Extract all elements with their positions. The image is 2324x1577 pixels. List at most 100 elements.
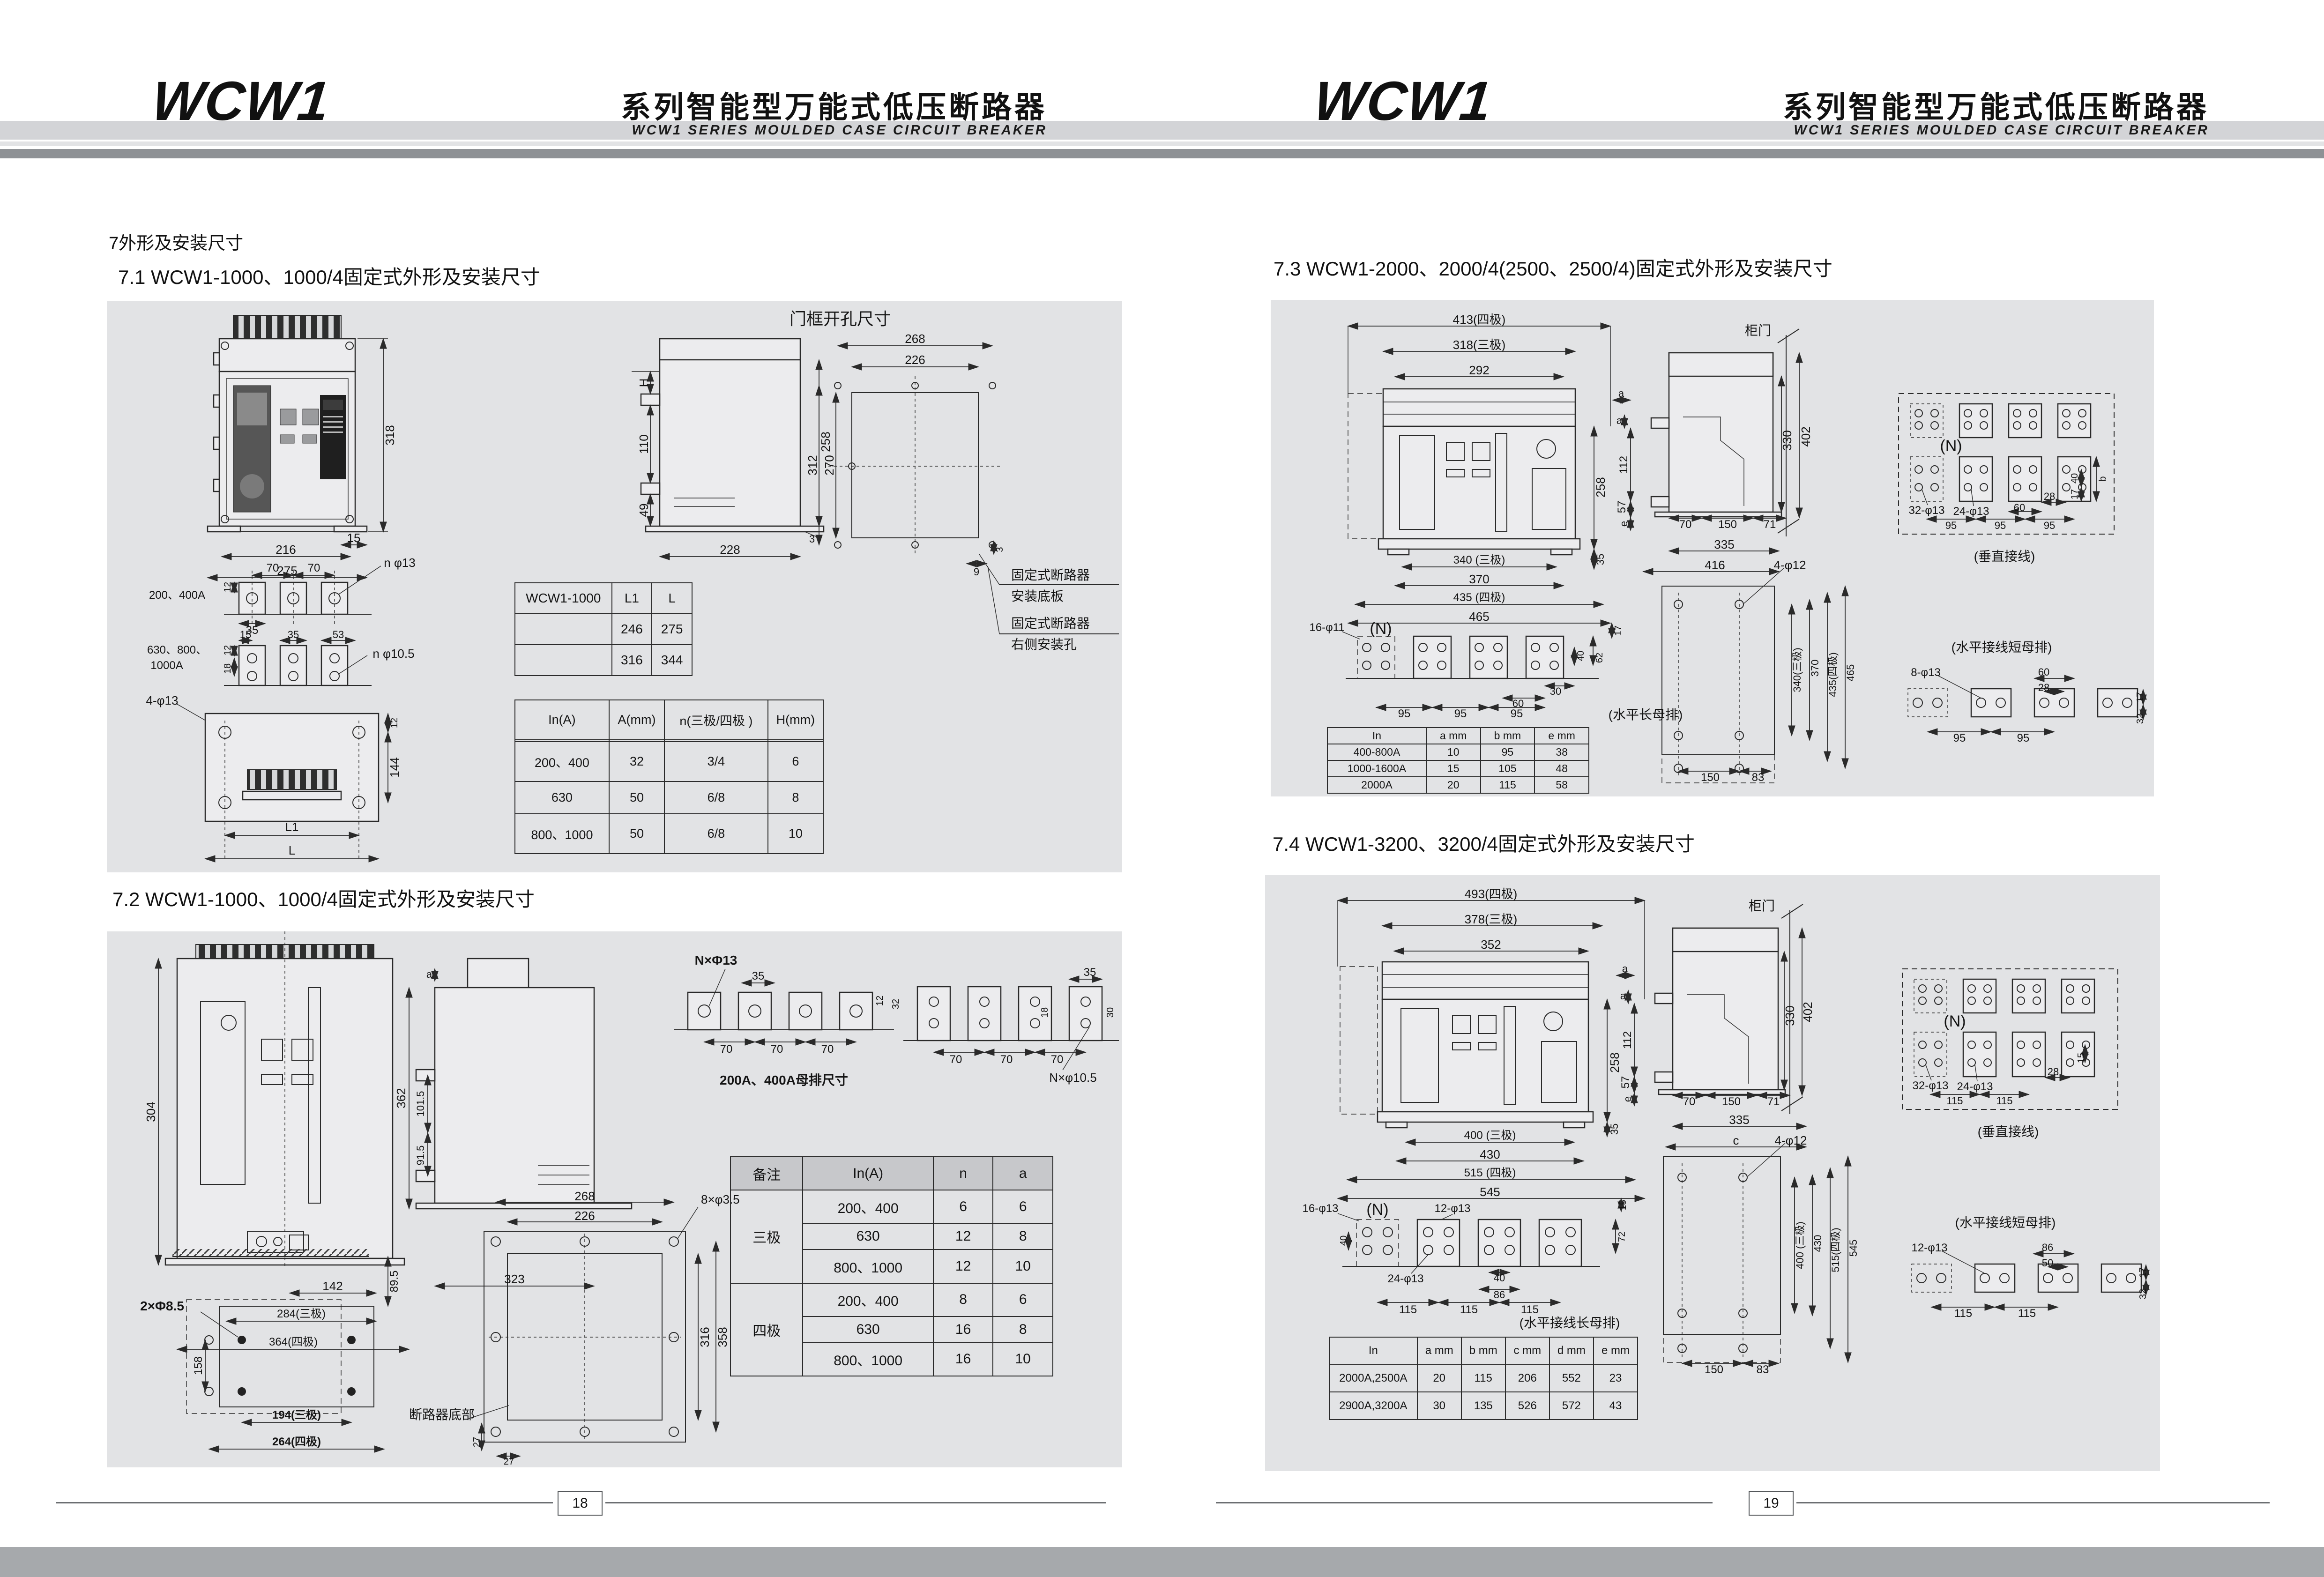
dim-label: 435 (四极) xyxy=(1453,591,1505,604)
table-cell: 23 xyxy=(1593,1364,1639,1393)
column-header: a xyxy=(992,1156,1053,1191)
dim-label: a xyxy=(1618,387,1624,399)
table-cell: 200、400 xyxy=(802,1282,934,1317)
table-cell: 206 xyxy=(1505,1364,1550,1393)
dim-label: 15 xyxy=(239,629,252,640)
dim-label: 24-φ13 xyxy=(1387,1272,1424,1285)
dim-label: (水平接线长母排) xyxy=(1519,1316,1620,1330)
dim-label: 95 xyxy=(1398,707,1411,720)
dim-label: 28 xyxy=(2047,1066,2059,1078)
table-cell: 58 xyxy=(1534,776,1589,794)
dim-label: 304 xyxy=(144,1101,158,1122)
dim-label: 17 xyxy=(2135,692,2145,703)
table-cell: 6/8 xyxy=(664,781,768,814)
dim-label: 465 xyxy=(1845,664,1856,682)
column-header: c mm xyxy=(1505,1337,1550,1365)
table-cell: 552 xyxy=(1549,1364,1594,1393)
table-cell: 43 xyxy=(1593,1391,1639,1420)
dim-label: 40 xyxy=(2070,473,2080,484)
dim-label: 400 (三极) xyxy=(1464,1129,1516,1142)
footer-rule-left xyxy=(1216,1502,1713,1503)
dim-label: 330 xyxy=(1780,430,1794,451)
dim-label: 101.5 xyxy=(415,1091,426,1117)
heading-7-2: 7.2 WCW1-1000、1000/4固定式外形及安装尺寸 xyxy=(112,888,535,910)
table-cell: 8 xyxy=(767,781,824,814)
dim-label: (水平接线短母排) xyxy=(1951,640,2052,655)
dim-label: 264(四极) xyxy=(272,1436,321,1448)
dim-label: 28 xyxy=(2043,491,2056,502)
dim-label: 49 xyxy=(637,503,651,517)
dim-label: 15 xyxy=(2076,1052,2086,1064)
dim-label: 378(三极) xyxy=(1464,912,1518,926)
page-18: WCW1 系列智能型万能式低压断路器 WCW1 SERIES MOULDED C… xyxy=(0,70,1162,1516)
dim-label: 60 xyxy=(1512,698,1524,709)
dim-label: 12 xyxy=(223,581,233,593)
dim-label: 330 xyxy=(1783,1005,1797,1026)
dim-label: b xyxy=(2098,476,2108,482)
dim-label: 115 xyxy=(1946,1095,1963,1107)
table-cell: 2000A,2500A xyxy=(1329,1364,1418,1393)
column-header: A(mm) xyxy=(608,699,665,741)
dim-label: 固定式断路器 xyxy=(1011,568,1090,582)
dim-label: n φ10.5 xyxy=(372,647,415,661)
table-cell: 10 xyxy=(1425,744,1481,761)
dim-label: 35 xyxy=(752,970,765,982)
dim-label: 4-φ12 xyxy=(1773,558,1806,572)
dim-label: 89.5 xyxy=(388,1270,401,1293)
dim-label: 115 xyxy=(1460,1303,1478,1316)
dim-label: 32 xyxy=(2135,713,2145,724)
dim-label: 8-φ13 xyxy=(1911,666,1941,679)
dim-label: 370 xyxy=(1809,659,1821,677)
heading-7-4: 7.4 WCW1-3200、3200/4固定式外形及安装尺寸 xyxy=(1273,833,1695,855)
dim-label: 515(四极) xyxy=(1830,1227,1841,1272)
table-cell: 8 xyxy=(932,1282,994,1317)
dim-label: 292 xyxy=(1469,363,1490,377)
dim-label: 70 xyxy=(307,562,320,574)
dim-label: 32 xyxy=(891,998,901,1010)
dim-label: 83 xyxy=(1751,771,1765,784)
dim-label: 24-φ13 xyxy=(1957,1080,1993,1093)
dim-label: 150 xyxy=(1721,1095,1741,1108)
dim-label: 18 xyxy=(223,663,233,674)
brand-logo: WCW1 xyxy=(149,70,333,132)
footer-rule-right xyxy=(1796,1502,2270,1503)
table-cell: 105 xyxy=(1480,760,1535,777)
dim-label: 95 xyxy=(2043,520,2056,531)
dim-label: 112 xyxy=(1617,455,1630,474)
heading-7-3: 7.3 WCW1-2000、2000/4(2500、2500/4)固定式外形及安… xyxy=(1274,258,1832,280)
table-cell xyxy=(767,739,824,743)
dim-label: 32-φ13 xyxy=(1912,1079,1949,1092)
dim-label: 16-φ13 xyxy=(1302,1202,1339,1215)
dim-label: 40 xyxy=(1339,1235,1349,1246)
page-number-text: 18 xyxy=(572,1495,588,1511)
dim-label: 335 xyxy=(1714,537,1735,551)
table-cell: 275 xyxy=(651,613,693,645)
dim-label: (垂直接线) xyxy=(1974,549,2035,564)
table-cell: 15 xyxy=(1425,760,1481,777)
dim-label: 316 xyxy=(698,1327,712,1347)
page-number-19: 19 xyxy=(1749,1491,1794,1516)
table-cell: 48 xyxy=(1534,760,1589,777)
dim-label: 340(三极) xyxy=(1791,647,1803,692)
dim-label: 70 xyxy=(1000,1053,1013,1066)
header-band-dark xyxy=(0,149,1162,158)
dim-label: 12-φ13 xyxy=(1434,1202,1471,1215)
table-cell xyxy=(514,739,610,743)
dim-label: (N) xyxy=(1940,437,1962,455)
dim-label: 70 xyxy=(1679,518,1692,531)
dim-label: 30 xyxy=(1549,685,1562,697)
dim-label: 17 xyxy=(2138,1267,2148,1278)
dim-label: 62 xyxy=(1594,652,1605,663)
dim-label: 515 (四极) xyxy=(1464,1167,1516,1179)
table-cell: 32 xyxy=(608,741,665,782)
dim-label: 430 xyxy=(1480,1147,1500,1161)
dim-label: 144 xyxy=(387,757,402,778)
dim-label: 95 xyxy=(1510,707,1523,720)
dim-label: 275 xyxy=(277,564,298,578)
table-cell: 1000-1600A xyxy=(1327,760,1427,777)
column-header: b mm xyxy=(1480,727,1535,744)
header-band xyxy=(0,121,1162,140)
